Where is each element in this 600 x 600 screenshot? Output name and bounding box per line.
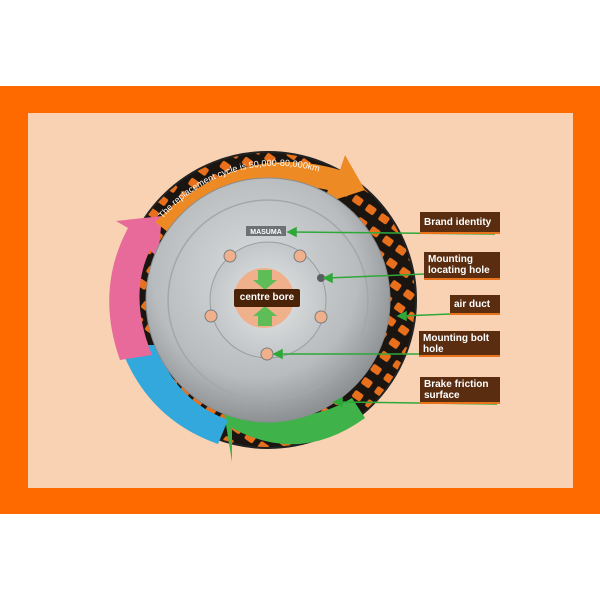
label-mounting-bolt-line1: Mounting bolt	[423, 333, 490, 344]
label-mounting-locating-hole: Mounting locating hole	[424, 252, 500, 280]
locating-hole	[317, 274, 325, 282]
centre-bore-label: centre bore	[234, 289, 300, 307]
label-mounting-locating-line2: locating hole	[428, 265, 490, 276]
pointer-bolt-head	[272, 348, 283, 360]
label-brake-friction-line2: surface	[424, 390, 460, 401]
pointer-air-head	[396, 310, 407, 322]
bolt-hole	[260, 347, 274, 361]
bolt-hole	[314, 310, 328, 324]
label-brand-identity: Brand identity	[420, 212, 500, 234]
label-brake-friction-line1: Brake friction	[424, 379, 489, 390]
label-mounting-locating-line1: Mounting	[428, 254, 473, 265]
pointer-air	[401, 313, 451, 317]
label-brand-identity-text: Brand identity	[424, 217, 492, 228]
pointer-brand-head	[286, 226, 297, 238]
bolt-hole	[293, 249, 307, 263]
centre-arrows	[253, 270, 277, 326]
centre-arrow-down	[253, 270, 277, 290]
brand-plate	[246, 226, 286, 236]
label-mounting-bolt-hole: Mounting bolt hole	[419, 331, 500, 357]
pink-arrow	[109, 216, 162, 360]
bolt-hole	[204, 309, 218, 323]
blue-arrow	[115, 345, 228, 444]
label-mounting-bolt-line2: hole	[423, 344, 444, 355]
orange-arrow	[155, 155, 365, 240]
pointer-locating	[327, 273, 426, 279]
pointer-brake-head	[332, 396, 343, 408]
brand-mark: MASUMA	[250, 229, 282, 236]
centre-arrow-up	[253, 306, 277, 326]
cycle-arrows	[109, 155, 365, 462]
bolt-hole	[223, 249, 237, 263]
pointer-locating-head	[322, 272, 333, 284]
label-air-duct: air duct	[450, 295, 500, 315]
label-air-duct-text: air duct	[454, 299, 491, 310]
label-brake-friction-surface: Brake friction surface	[420, 377, 500, 404]
